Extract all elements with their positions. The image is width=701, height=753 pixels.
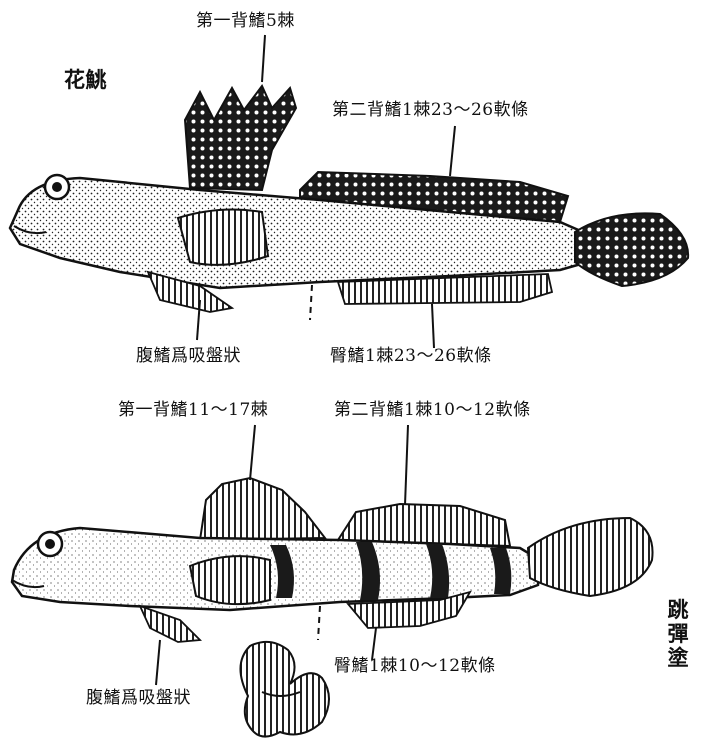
top-anal-label: 臀鰭1棘23～26軟條 [330,348,492,365]
bottom-species-name-char: 塗 [666,646,690,670]
bottom-pectoral-fin [190,556,270,604]
bottom-species-name-char: 彈 [666,622,690,646]
bottom-pelvic-fin [140,606,200,642]
bottom-species-name-char: 跳 [666,598,690,622]
bottom-tail-fin [528,518,653,596]
top-second-dorsal-label: 第二背鰭1棘23～26軟條 [332,102,529,119]
top-first-dorsal-fin [185,86,296,190]
bottom-first-dorsal-label: 第一背鰭11～17棘 [118,402,268,419]
bottom-anal-label: 臀鰭1棘10～12軟條 [334,658,496,675]
top-species-name: 花鮡 [64,70,107,91]
top-tail-fin [575,213,688,286]
top-pectoral-fin [178,210,268,265]
bottom-first-dorsal-fin [200,478,325,540]
pelvic-sucker-disc [240,642,329,737]
bottom-fish [12,478,653,642]
top-pelvic-label: 腹鰭爲吸盤狀 [136,348,241,365]
bottom-pelvic-label: 腹鰭爲吸盤狀 [86,690,191,707]
bottom-second-dorsal-label: 第二背鰭1棘10～12軟條 [334,402,531,419]
top-first-dorsal-label: 第一背鰭5棘 [196,13,295,30]
bottom-species-name: 跳 彈 塗 [666,598,690,670]
top-fish [10,86,688,320]
